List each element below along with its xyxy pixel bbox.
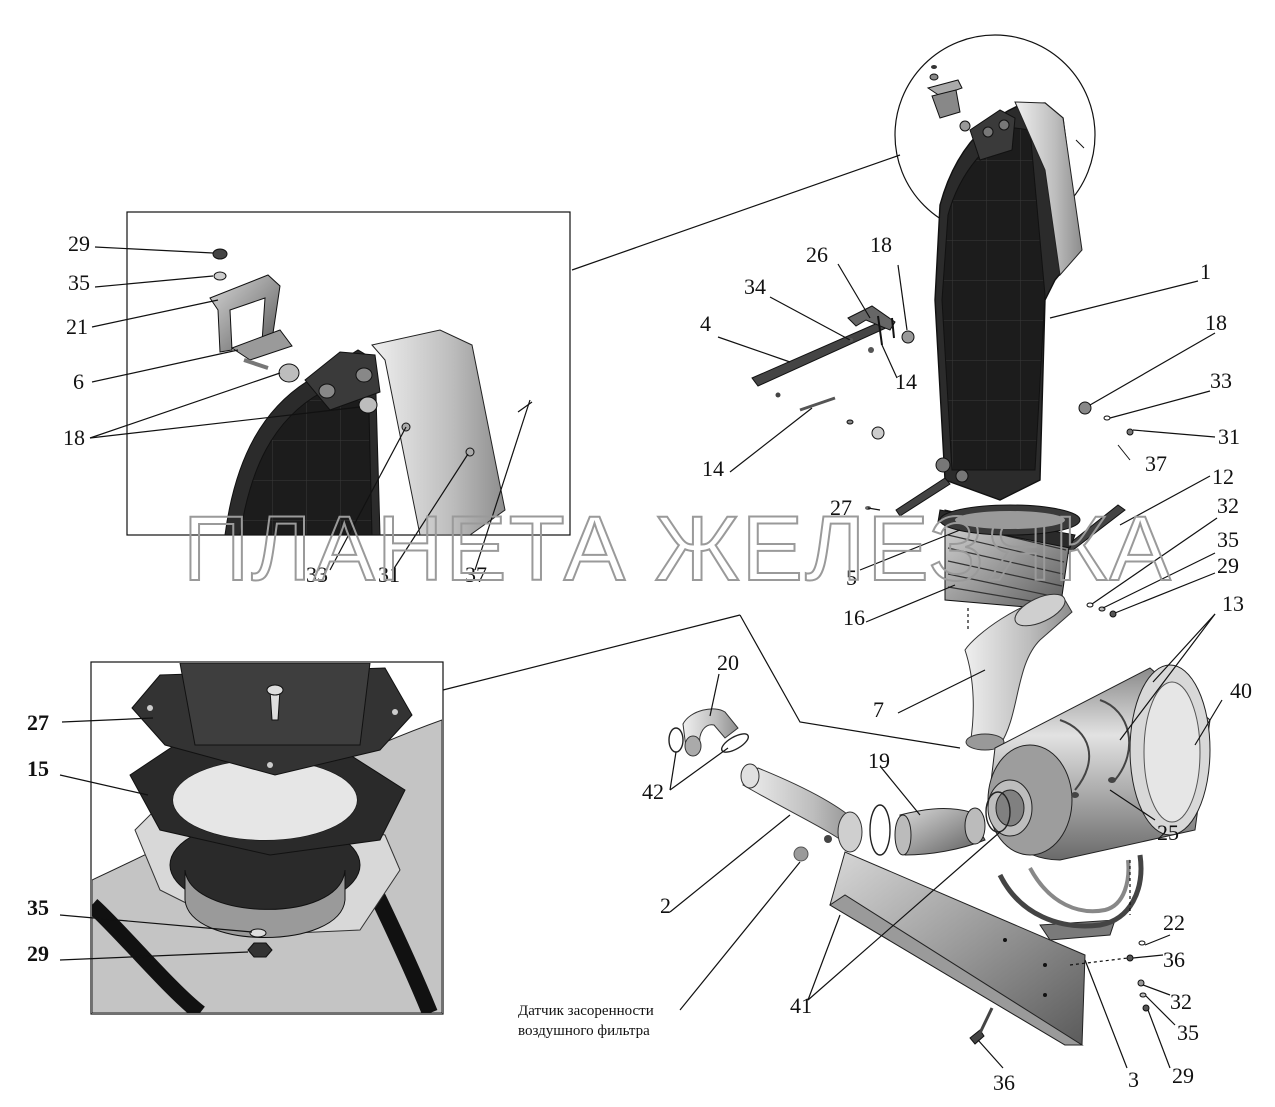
callout-41: 41 — [790, 993, 812, 1018]
callout-22: 22 — [1163, 910, 1185, 935]
callout-37: 37 — [1145, 451, 1167, 476]
callout-32b: 32 — [1170, 989, 1192, 1014]
clamp-41b — [985, 791, 1011, 833]
nut-18-detail — [278, 363, 300, 383]
callout-18a: 18 — [870, 232, 892, 257]
callout-42: 42 — [642, 779, 664, 804]
clamp-41a — [869, 804, 891, 856]
callout-15-bottom: 15 — [27, 756, 49, 781]
washer-35-bottom — [249, 928, 267, 938]
clogging-sensor — [793, 846, 809, 862]
callout-19: 19 — [868, 748, 890, 773]
watermark-text: ПЛАНЕТА ЖЕЛЕЗЯКА — [183, 498, 1173, 600]
nut-29-detail — [212, 248, 228, 260]
callout-13: 13 — [1222, 591, 1244, 616]
right-fasteners — [1078, 401, 1134, 618]
callout-36b: 36 — [993, 1070, 1015, 1095]
callout-29b: 29 — [1172, 1063, 1194, 1088]
callout-34: 34 — [744, 274, 766, 299]
callout-25: 25 — [1157, 820, 1179, 845]
corrugated-hose-16 — [937, 504, 1081, 611]
callout-35-bottom: 35 — [27, 895, 49, 920]
callout-3: 3 — [1128, 1067, 1139, 1092]
callout-18b: 18 — [1205, 310, 1227, 335]
callout-20: 20 — [717, 650, 739, 675]
fastener-stack-right — [1126, 940, 1150, 1012]
callout-26: 26 — [806, 242, 828, 267]
callout-27-bottom: 27 — [27, 710, 49, 735]
sensor-caption-line2: воздушного фильтра — [518, 1023, 650, 1039]
zoom-leader-top — [571, 154, 901, 271]
ring-42b — [720, 733, 750, 753]
nut-29-bottom — [247, 942, 273, 958]
callout-2: 2 — [660, 893, 671, 918]
main-callouts: 1 18 26 34 4 14 14 18 33 31 37 12 27 5 1… — [642, 232, 1252, 1095]
callout-27: 27 — [830, 495, 852, 520]
callout-35b: 35 — [1177, 1020, 1199, 1045]
bracket-6-detail — [230, 329, 293, 361]
zoom-circle-parts — [926, 65, 1085, 149]
zoom-leader-bottom — [442, 614, 741, 691]
callout-33-detail: 33 — [306, 562, 328, 587]
callout-7: 7 — [873, 697, 884, 722]
callout-12: 12 — [1212, 464, 1234, 489]
callout-29-bottom: 29 — [27, 941, 49, 966]
intake-pipe-2 — [740, 763, 863, 853]
detail-bottom-panel: 27 15 35 29 — [27, 614, 961, 1015]
detail-top-panel: 29 35 21 6 18 33 31 37 — [63, 154, 901, 587]
callout-14b: 14 — [702, 456, 724, 481]
callout-4: 4 — [700, 311, 711, 336]
callout-31-detail: 31 — [378, 562, 400, 587]
callout-1: 1 — [1200, 259, 1211, 284]
callout-33: 33 — [1210, 368, 1232, 393]
callout-31: 31 — [1218, 424, 1240, 449]
callout-16: 16 — [843, 605, 865, 630]
support-bracket-3 — [829, 851, 1144, 1046]
hose-19 — [869, 791, 1011, 856]
callout-36a: 36 — [1163, 947, 1185, 972]
callout-29-detail: 29 — [68, 231, 90, 256]
callout-32a: 32 — [1217, 493, 1239, 518]
ring-42a — [668, 727, 684, 753]
air-intake-duct-1 — [934, 101, 1083, 501]
callout-6-detail: 6 — [73, 369, 84, 394]
callout-29a: 29 — [1217, 553, 1239, 578]
mount-bracket-4 — [751, 305, 915, 440]
callout-37-detail: 37 — [465, 562, 487, 587]
callout-14a: 14 — [895, 369, 917, 394]
callout-35a: 35 — [1217, 527, 1239, 552]
bolt-36 — [969, 1007, 994, 1045]
intake-elbow-7 — [964, 593, 1073, 751]
callout-35-detail: 35 — [68, 270, 90, 295]
callout-21-detail: 21 — [66, 314, 88, 339]
bracket-21-detail — [209, 274, 281, 353]
callout-5: 5 — [846, 565, 857, 590]
sensor-caption-line1: Датчик засоренности — [518, 1003, 654, 1019]
callout-18-detail: 18 — [63, 425, 85, 450]
main-leaders — [669, 263, 1223, 1069]
detail-intake-housing — [224, 329, 506, 536]
detail-bracket-assembly — [209, 248, 300, 383]
washer-35-detail — [213, 271, 227, 281]
callout-40: 40 — [1230, 678, 1252, 703]
